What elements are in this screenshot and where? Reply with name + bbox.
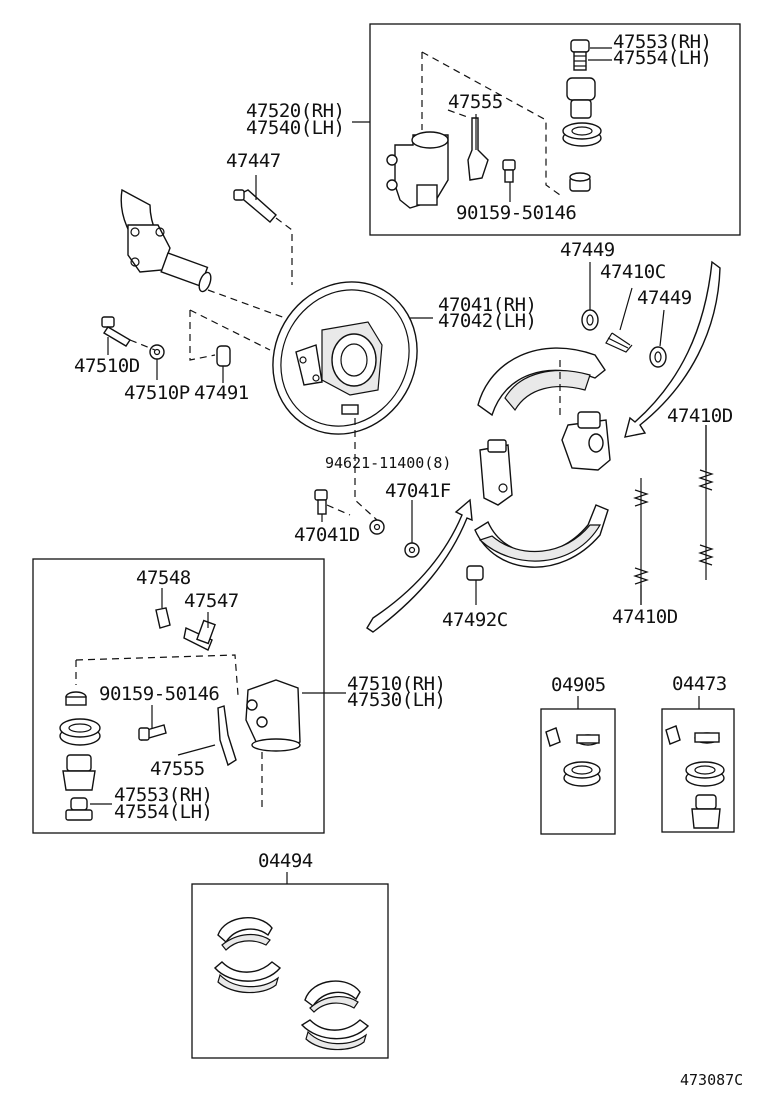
kit-04494-shoes	[214, 917, 370, 1051]
label-47491: 47491	[194, 382, 249, 404]
label-47449-b: 47449	[637, 287, 692, 309]
label-47510: 47510(RH)	[347, 673, 445, 695]
label-47554-top: 47554(LH)	[613, 47, 711, 69]
dash-upper-2	[421, 51, 561, 196]
boot-top	[569, 172, 591, 192]
dash-main-3	[129, 339, 156, 351]
bolt-top	[502, 159, 516, 183]
adjuster-body	[561, 411, 611, 471]
label-47410C: 47410C	[600, 261, 666, 283]
clip-47555-lower	[217, 705, 237, 767]
label-47449-a: 47449	[560, 239, 615, 261]
label-04473: 04473	[672, 673, 727, 695]
seal-47449-a	[581, 309, 599, 331]
label-47041D: 47041D	[294, 524, 360, 546]
label-47447: 47447	[226, 150, 281, 172]
boot-lower	[65, 691, 87, 706]
label-47042: 47042(LH)	[438, 310, 536, 332]
dash-main-6	[354, 418, 378, 521]
label-47410D-a: 47410D	[667, 405, 733, 427]
dash-upper-3	[447, 109, 471, 119]
dash-main-5	[189, 309, 271, 351]
bleeder-47492C	[466, 565, 484, 581]
kit-04494-box	[191, 883, 389, 1059]
bleeder-cap-47548	[155, 607, 171, 629]
nut-47041F	[404, 542, 420, 558]
label-47510D: 47510D	[74, 355, 140, 377]
arrow-left-icon	[366, 498, 473, 633]
label-04494: 04494	[258, 850, 313, 872]
axle-hub	[120, 188, 212, 293]
seal-47449-b	[649, 346, 667, 368]
bleeder-plug-lower	[65, 797, 93, 821]
plug-47491	[216, 345, 231, 367]
dash-main-7	[326, 504, 351, 516]
wheel-cylinder-main	[479, 439, 513, 506]
label-47410D-b: 47410D	[612, 606, 678, 628]
wheel-cylinder-body-top	[386, 131, 449, 209]
label-47041F: 47041F	[385, 480, 451, 502]
backing-plate	[272, 281, 418, 435]
bleeder-clip-top	[467, 117, 489, 181]
lower-wheel-cylinder-box	[32, 558, 325, 834]
label-47555-top: 47555	[448, 91, 503, 113]
arrow-right-icon	[624, 260, 721, 438]
wheel-cylinder-lower	[245, 679, 301, 752]
label-94621: 94621-11400(8)	[325, 454, 451, 472]
dash-main-1	[275, 217, 293, 285]
diagram-id: 473087C	[680, 1071, 743, 1089]
leader-lower-clip	[177, 744, 216, 756]
cup-top	[562, 122, 602, 147]
label-04905: 04905	[551, 674, 606, 696]
label-47510P: 47510P	[124, 382, 190, 404]
label-47041: 47041(RH)	[438, 294, 536, 316]
brake-shoe-lower	[474, 504, 609, 568]
kit-04473-parts	[665, 725, 725, 829]
kit-04473-box	[661, 708, 735, 833]
bolt-47447	[233, 189, 277, 223]
label-47547: 47547	[184, 590, 239, 612]
cup-lower	[59, 718, 101, 746]
label-47554-bot: 47554(LH)	[114, 801, 212, 823]
spring-47410C	[605, 287, 633, 353]
washer-47510P	[149, 344, 165, 360]
kit-04905-parts	[545, 727, 601, 787]
bleeder-47547	[183, 619, 216, 651]
bolt-47041D	[314, 489, 328, 515]
label-47555-bot: 47555	[150, 758, 205, 780]
upper-wheel-cylinder-box	[369, 23, 741, 236]
spring-47410D-lower	[633, 478, 649, 605]
bolt-47510D	[101, 316, 131, 347]
washer-94621	[369, 519, 385, 535]
leader-47449-b	[659, 309, 665, 347]
bolt-lower	[138, 724, 167, 741]
label-47540: 47540(LH)	[246, 117, 344, 139]
brake-shoe-upper	[477, 347, 606, 417]
label-47530: 47530(LH)	[347, 689, 445, 711]
label-47553-bot: 47553(RH)	[114, 784, 212, 806]
piston-top	[566, 77, 596, 119]
label-47548: 47548	[136, 567, 191, 589]
label-47553-top: 47553(RH)	[613, 31, 711, 53]
bleeder-plug-top	[570, 39, 590, 71]
dash-main-4	[189, 310, 216, 361]
piston-lower	[62, 754, 96, 791]
label-47520: 47520(RH)	[246, 100, 344, 122]
label-90159-bot: 90159-50146	[99, 683, 219, 705]
label-47492C: 47492C	[442, 609, 508, 631]
label-90159-top: 90159-50146	[456, 202, 576, 224]
dash-main-2	[207, 289, 286, 319]
dash-lower-2	[75, 654, 239, 696]
